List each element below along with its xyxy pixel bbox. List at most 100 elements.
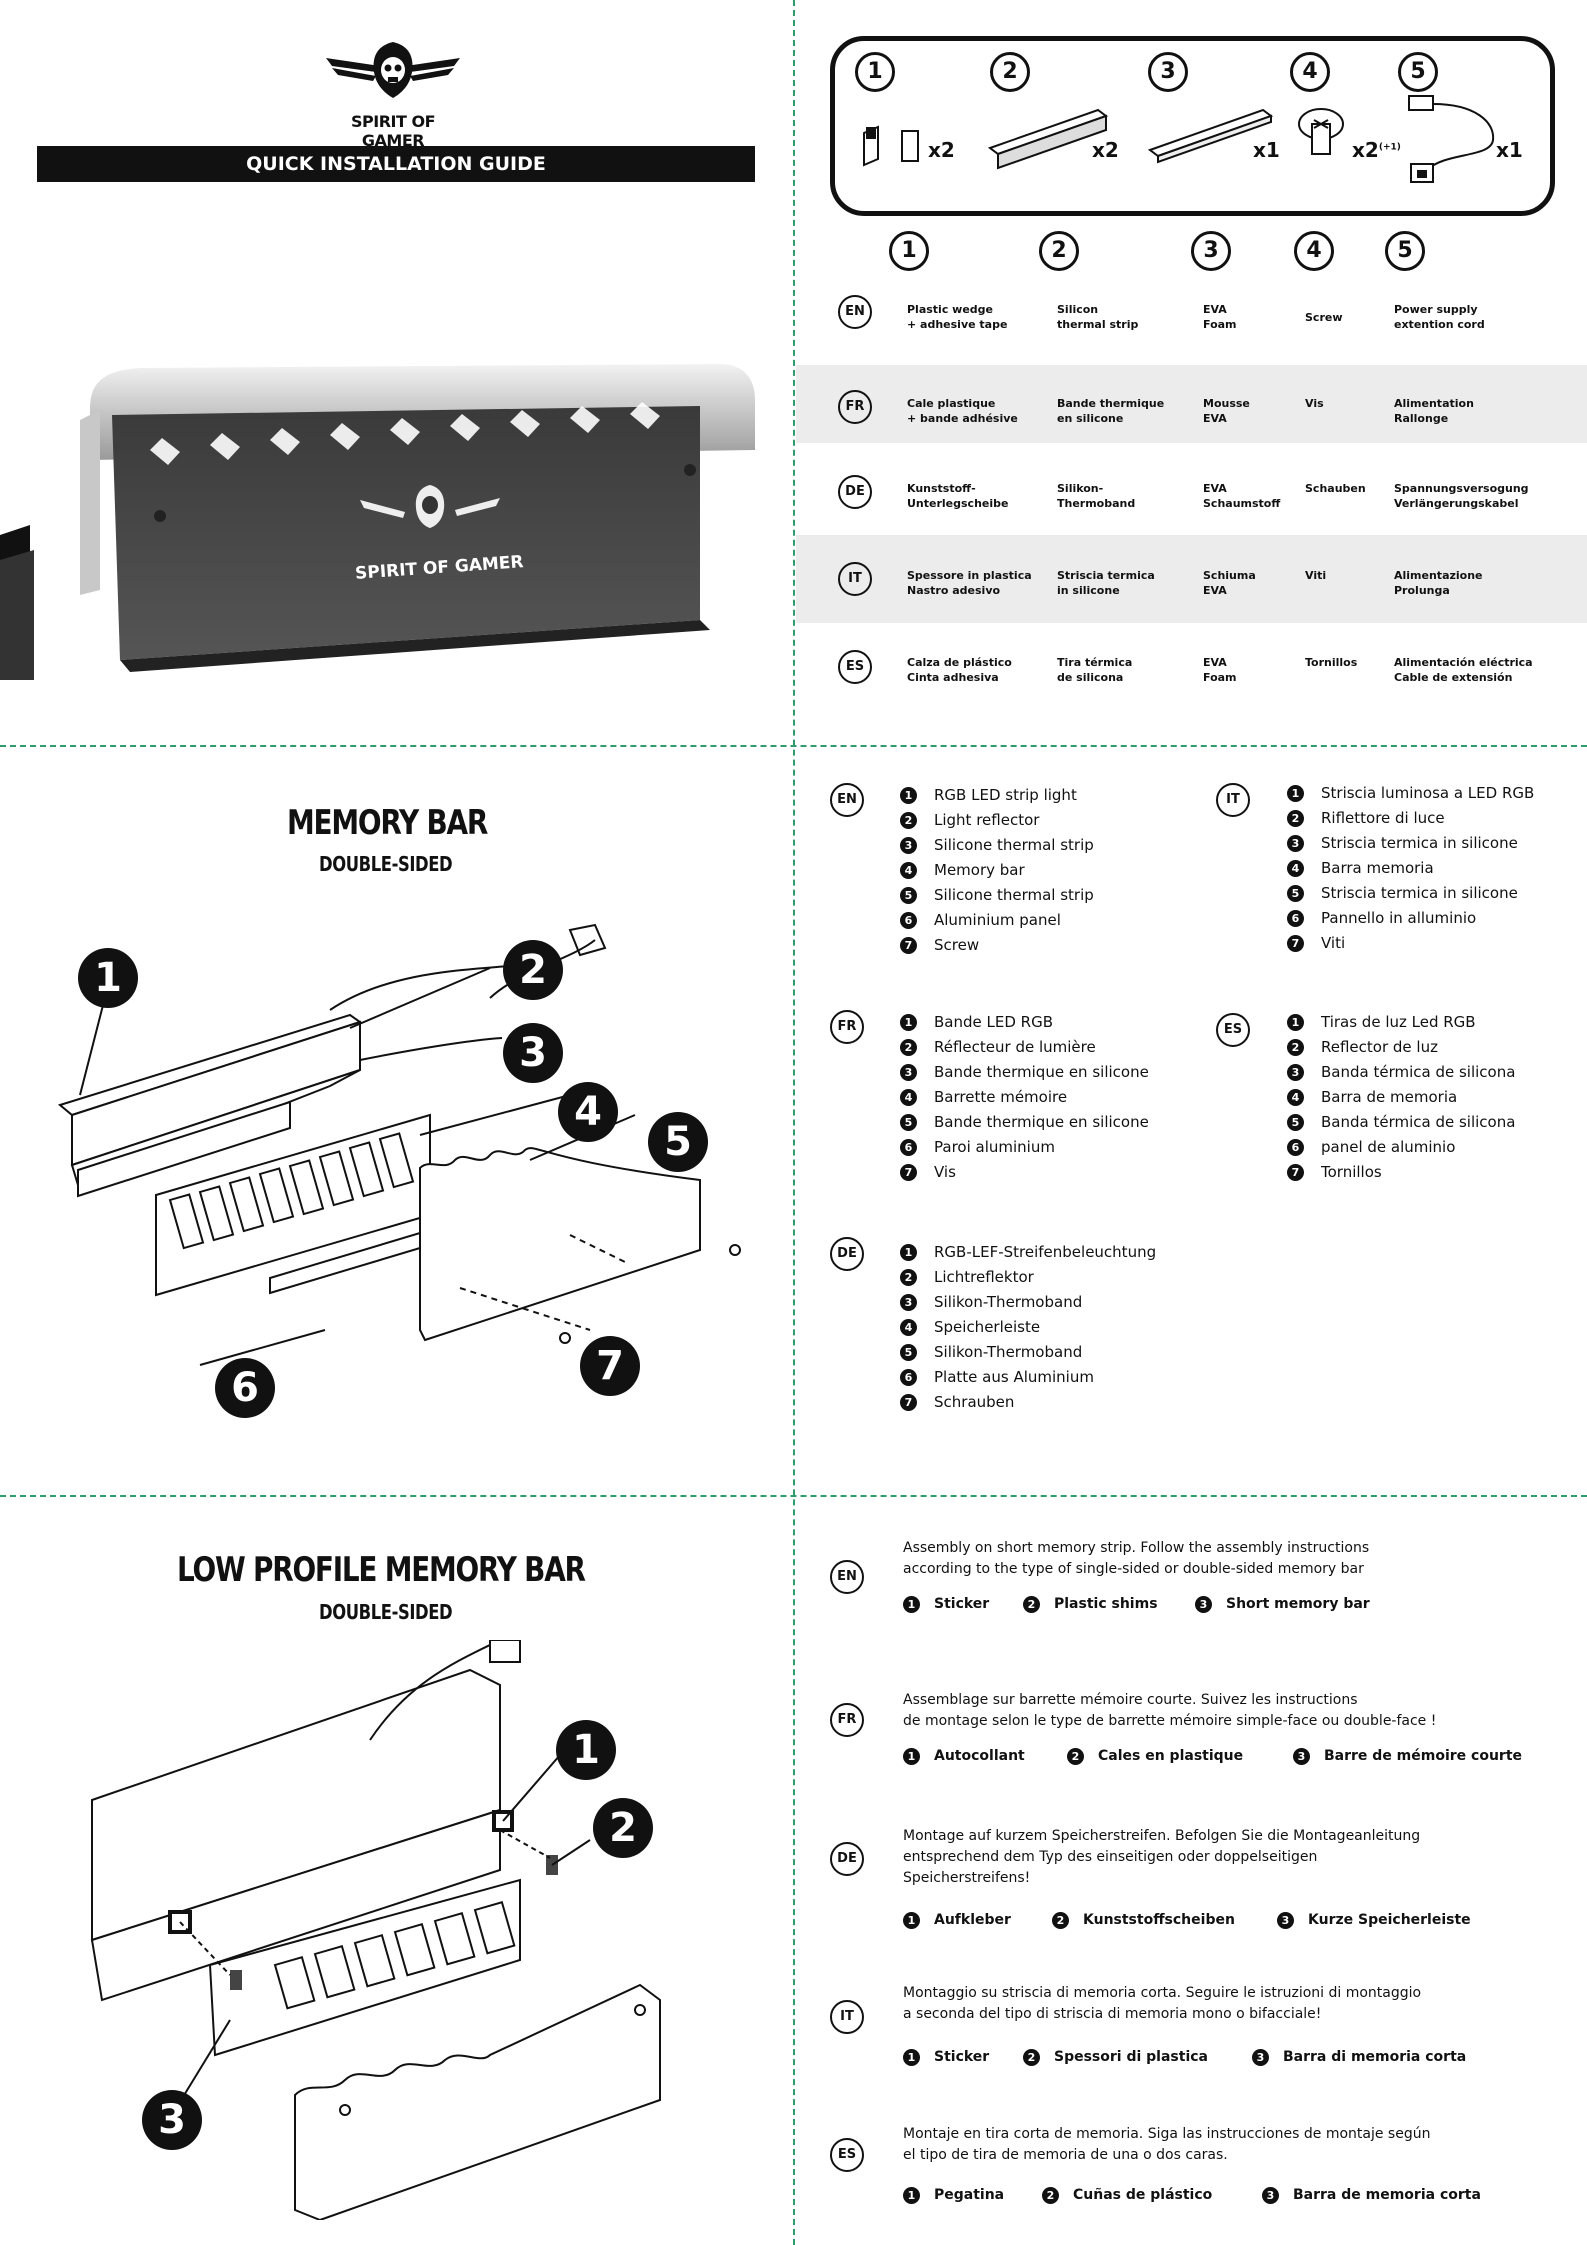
table-cell: EVA Foam bbox=[1203, 656, 1237, 684]
lp-text-de: Montage auf kurzem Speicherstreifen. Bef… bbox=[903, 1828, 1421, 1886]
table-cell: Mousse EVA bbox=[1203, 397, 1250, 425]
lang-badge-it: IT bbox=[838, 562, 872, 596]
brand-name: SPIRIT OF GAMER bbox=[351, 112, 436, 150]
list-lang-en: EN bbox=[830, 783, 864, 817]
low-profile-subtitle: DOUBLE-SIDED bbox=[319, 1600, 453, 1624]
table-cell: Kunststoff- Unterlegscheibe bbox=[907, 482, 1009, 510]
qty-item-5: x1 bbox=[1496, 138, 1523, 162]
table-cell: Vis bbox=[1305, 397, 1324, 410]
qty-item-4: x2(+1) bbox=[1352, 138, 1401, 162]
memory-callout-5: 5 bbox=[648, 1112, 708, 1172]
lp-text-fr: Assemblage sur barrette mémoire courte. … bbox=[903, 1692, 1437, 1729]
thermal-strip-icon bbox=[987, 108, 1109, 177]
lang-badge-de: DE bbox=[838, 475, 872, 509]
low-profile-title: LOW PROFILE MEMORY BAR bbox=[177, 1550, 586, 1590]
table-col-5: 5 bbox=[1385, 231, 1425, 271]
lang-badge-es: ES bbox=[838, 650, 872, 684]
low-profile-exploded-diagram bbox=[80, 1639, 720, 2222]
low-profile-callout-2: 2 bbox=[593, 1798, 653, 1858]
memory-callout-4: 4 bbox=[558, 1082, 618, 1142]
horizontal-fold-line-1 bbox=[0, 745, 1587, 747]
list-lang-de: DE bbox=[830, 1237, 864, 1271]
table-cell: Alimentación eléctrica Cable de extensió… bbox=[1394, 656, 1533, 684]
plastic-wedge-icon bbox=[862, 125, 922, 174]
lp-lang-es: ES bbox=[830, 2138, 864, 2172]
lp-text-en: Assembly on short memory strip. Follow t… bbox=[903, 1540, 1370, 1577]
contents-number-1: 1 bbox=[855, 52, 895, 92]
product-illustration bbox=[0, 260, 790, 680]
table-cell: Plastic wedge + adhesive tape bbox=[907, 303, 1008, 331]
table-cell: Tornillos bbox=[1305, 656, 1358, 669]
table-cell: EVA Foam bbox=[1203, 303, 1237, 331]
table-cell: EVA Schaumstoff bbox=[1203, 482, 1281, 510]
lp-lang-fr: FR bbox=[830, 1703, 864, 1737]
contents-number-5: 5 bbox=[1398, 52, 1438, 92]
contents-number-4: 4 bbox=[1290, 52, 1330, 92]
brand-logo bbox=[318, 36, 468, 116]
table-cell: Alimentazione Prolunga bbox=[1394, 569, 1483, 597]
table-cell: Screw bbox=[1305, 311, 1343, 324]
table-cell: Bande thermique en silicone bbox=[1057, 397, 1165, 425]
table-col-4: 4 bbox=[1294, 231, 1334, 271]
table-cell: Spessore in plastica Nastro adesivo bbox=[907, 569, 1032, 597]
lang-badge-en: EN bbox=[838, 295, 872, 329]
qty-item-4-extra: (+1) bbox=[1378, 142, 1401, 153]
list-lang-it: IT bbox=[1216, 783, 1250, 817]
lp-text-it: Montaggio su striscia di memoria corta. … bbox=[903, 1985, 1422, 2022]
qty-item-2: x2 bbox=[1092, 138, 1119, 162]
vertical-fold-line bbox=[793, 0, 795, 2245]
table-cell: Spannungsversogung Verlängerungskabel bbox=[1394, 482, 1529, 510]
table-col-2: 2 bbox=[1039, 231, 1079, 271]
table-cell: Alimentation Rallonge bbox=[1394, 397, 1474, 425]
qty-item-3: x1 bbox=[1253, 138, 1280, 162]
table-cell: Power supply extention cord bbox=[1394, 303, 1485, 331]
lp-lang-it: IT bbox=[830, 2000, 864, 2034]
table-col-1: 1 bbox=[889, 231, 929, 271]
table-col-3: 3 bbox=[1191, 231, 1231, 271]
eva-foam-icon bbox=[1147, 108, 1274, 172]
table-row-shade-it bbox=[796, 535, 1587, 623]
lp-lang-de: DE bbox=[830, 1842, 864, 1876]
memory-bar-subtitle: DOUBLE-SIDED bbox=[319, 852, 453, 876]
memory-callout-2: 2 bbox=[503, 940, 563, 1000]
lp-lang-en: EN bbox=[830, 1560, 864, 1594]
